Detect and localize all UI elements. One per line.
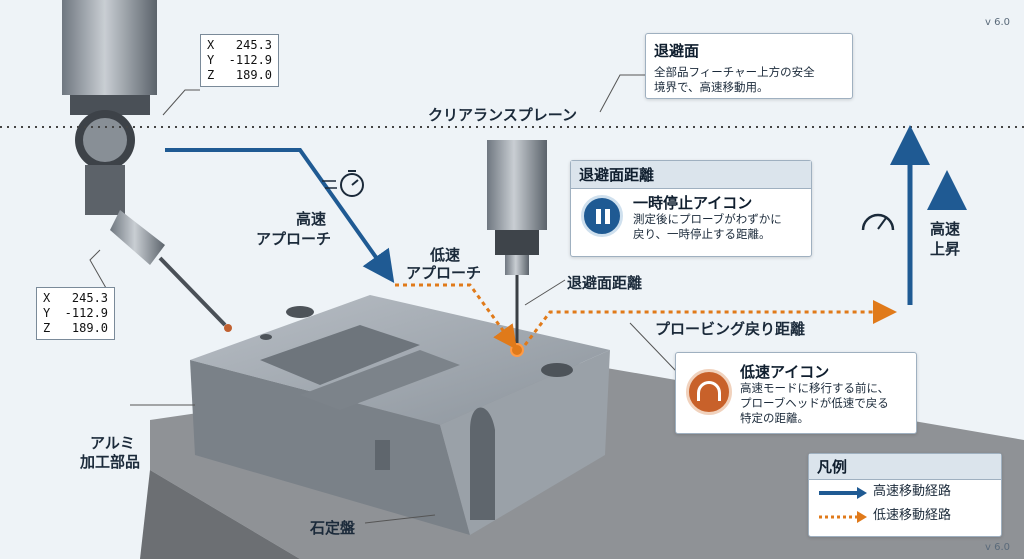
granite-table-side xyxy=(140,470,300,559)
slow-icon-text-2: プローブヘッドが低速で戻る xyxy=(740,396,889,410)
granite-table-label: 石定盤 xyxy=(310,519,356,537)
slow-approach-path xyxy=(395,283,518,350)
leader-retract-distance xyxy=(524,279,566,306)
slow-approach-label-2: アプローチ xyxy=(406,264,482,282)
speedometer-icon xyxy=(861,213,895,231)
retract-surface-card: 退避面 全部品フィーチャー上方の安全 境界で、高速移動用。 xyxy=(645,33,853,99)
slow-icon-title: 低速アイコン xyxy=(740,363,830,381)
legend-slow-swatch xyxy=(819,511,867,523)
stopwatch-icon xyxy=(322,170,364,197)
leader-top-coords xyxy=(162,89,200,116)
pause-icon-text-2: 戻り、一時停止する距離。 xyxy=(633,227,771,241)
version-top: v 6.0 xyxy=(985,17,1010,28)
retract-distance-header: 退避面距離 xyxy=(571,161,811,189)
version-bottom: v 6.0 xyxy=(985,542,1010,553)
leader-table xyxy=(364,514,436,524)
legend-header: 凡例 xyxy=(809,454,1001,480)
slow-approach-label-1: 低速 xyxy=(430,246,461,264)
rapid-approach-label-2: アプローチ xyxy=(256,230,332,248)
retract-slow-path xyxy=(523,300,897,346)
leader-retract-surface xyxy=(599,74,645,113)
part-label-2: 加工部品 xyxy=(80,453,141,471)
legend-title: 凡例 xyxy=(817,458,848,476)
rapid-rise-label-2: 上昇 xyxy=(930,240,961,258)
pause-icon-text-1: 測定後にプローブがわずかに xyxy=(633,212,782,226)
rapid-approach-label-1: 高速 xyxy=(296,210,327,228)
coord-x: X 245.3 xyxy=(43,291,109,305)
retract-distance-card: 退避面距離 一時停止アイコン 測定後にプローブがわずかに 戻り、一時停止する距離… xyxy=(570,160,812,257)
coord-z: Z 189.0 xyxy=(43,321,109,335)
slow-gauge-icon xyxy=(686,369,732,415)
probing-return-distance-label: プロービング戻り距離 xyxy=(655,320,806,338)
coordinate-readout-left: X 245.3 Y -112.9 Z 189.0 xyxy=(36,287,116,340)
retract-surface-title: 退避面 xyxy=(654,42,700,60)
clearance-plane-label: クリアランスプレーン xyxy=(428,106,577,124)
rapid-rise-label-1: 高速 xyxy=(930,220,961,238)
coord-y: Y -112.9 xyxy=(207,53,273,67)
coord-y: Y -112.9 xyxy=(43,306,109,320)
retract-surface-text-2: 境界で、高速移動用。 xyxy=(654,80,769,94)
retract-distance-header-text: 退避面距離 xyxy=(579,166,655,184)
coordinate-readout-top: X 245.3 Y -112.9 Z 189.0 xyxy=(200,34,280,87)
pause-icon xyxy=(581,195,623,237)
retract-surface-text-1: 全部品フィーチャー上方の安全 xyxy=(654,65,815,79)
retract-distance-label: 退避面距離 xyxy=(567,274,643,292)
probe-head-vertical xyxy=(487,140,547,357)
legend-rapid-swatch xyxy=(819,487,867,499)
probe-arm-column xyxy=(62,0,232,332)
slow-icon-card: 低速アイコン 高速モードに移行する前に、 プローブヘッドが低速で戻る 特定の距離… xyxy=(675,352,917,434)
rapid-approach-path xyxy=(165,148,395,284)
slow-icon-text-1: 高速モードに移行する前に、 xyxy=(740,381,890,395)
legend: 凡例 高速移動経路 低速移動経路 xyxy=(808,453,1002,537)
legend-rapid-label: 高速移動経路 xyxy=(873,484,952,499)
leader-left-coords xyxy=(89,249,111,296)
part-label-1: アルミ xyxy=(90,434,135,452)
coord-z: Z 189.0 xyxy=(207,68,273,82)
legend-slow-label: 低速移動経路 xyxy=(873,508,952,523)
slow-icon-text-3: 特定の距離。 xyxy=(740,411,809,425)
coord-x: X 245.3 xyxy=(207,38,273,52)
pause-icon-title: 一時停止アイコン xyxy=(633,194,753,212)
